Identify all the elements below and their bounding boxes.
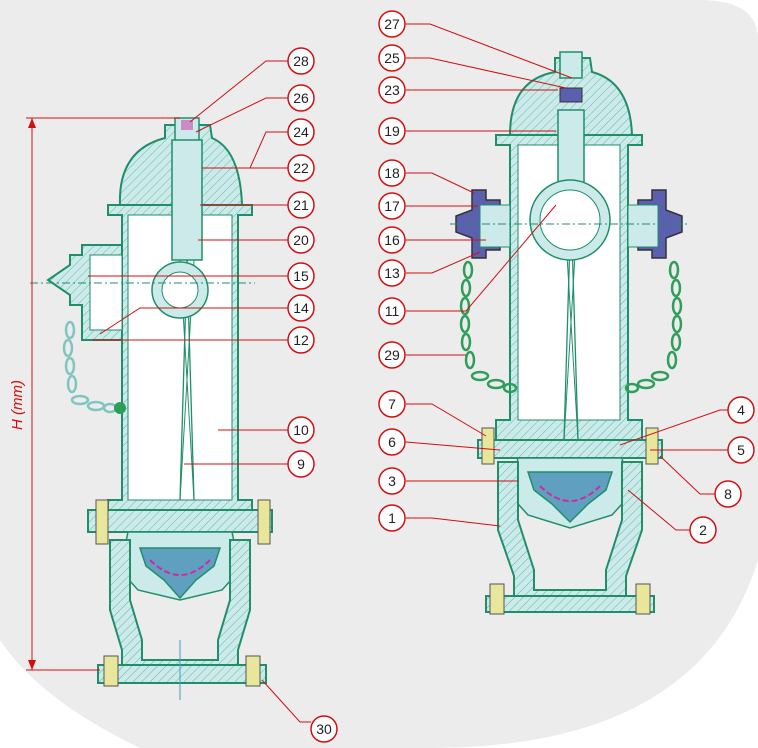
svg-text:25: 25 (384, 50, 400, 66)
callout-9: 9 (287, 450, 315, 478)
svg-text:10: 10 (293, 422, 309, 438)
left-hydrant (30, 117, 273, 700)
callout-5: 5 (727, 436, 755, 464)
dimension-h: H (mm) (9, 117, 180, 671)
callout-16: 16 (378, 226, 406, 254)
callout-17: 17 (378, 192, 406, 220)
callout-2: 2 (689, 516, 717, 544)
callout-21: 21 (287, 191, 315, 219)
right-valve-disc (526, 471, 614, 524)
left-bolt-a (95, 499, 109, 545)
right-upper-flange (477, 439, 663, 459)
callout-10: 10 (287, 416, 315, 444)
svg-text:28: 28 (293, 53, 309, 69)
callout-13: 13 (378, 259, 406, 287)
left-stem-upper (171, 139, 203, 261)
svg-text:14: 14 (293, 300, 309, 316)
callout-29: 29 (378, 341, 406, 369)
svg-text:23: 23 (384, 82, 400, 98)
svg-text:4: 4 (737, 402, 745, 418)
svg-text:3: 3 (388, 473, 396, 489)
right-chain-right (624, 260, 683, 394)
svg-text:21: 21 (293, 197, 309, 213)
svg-text:19: 19 (384, 123, 400, 139)
left-base-flange (97, 664, 267, 684)
left-upper-flange (87, 509, 273, 533)
callout-26: 26 (287, 84, 315, 112)
right-bolt-b (645, 427, 659, 465)
svg-text:13: 13 (384, 265, 400, 281)
callout-24: 24 (287, 118, 315, 146)
callout-20: 20 (287, 226, 315, 254)
svg-text:30: 30 (316, 721, 332, 737)
svg-text:11: 11 (385, 303, 400, 319)
callout-3: 3 (378, 467, 406, 495)
callout-18: 18 (378, 159, 406, 187)
svg-text:29: 29 (384, 347, 400, 363)
svg-text:7: 7 (388, 396, 396, 412)
right-bolt-a (481, 427, 495, 465)
callout-1: 1 (378, 504, 406, 532)
svg-text:20: 20 (293, 232, 309, 248)
svg-text:22: 22 (293, 160, 309, 176)
svg-text:1: 1 (388, 510, 396, 526)
svg-text:17: 17 (384, 198, 400, 214)
right-hydrant (450, 51, 690, 615)
callout-19: 19 (378, 117, 406, 145)
svg-text:5: 5 (737, 442, 745, 458)
svg-text:6: 6 (388, 434, 396, 450)
right-callouts: 27 25 23 19 18 17 16 13 11 29 7 6 3 1 4 … (378, 10, 755, 544)
callout-22: 22 (287, 154, 315, 182)
svg-text:12: 12 (293, 332, 309, 348)
left-nut-top (181, 120, 193, 130)
svg-text:27: 27 (384, 16, 400, 32)
callout-11: 11 (378, 297, 406, 325)
right-shoe (497, 461, 643, 597)
left-leader-lines (88, 60, 311, 723)
svg-text:15: 15 (293, 268, 309, 284)
svg-text:9: 9 (297, 456, 305, 472)
right-base-bolt-a (489, 583, 505, 615)
callout-30: 30 (310, 715, 338, 743)
callout-25: 25 (378, 44, 406, 72)
svg-text:26: 26 (293, 90, 309, 106)
left-base-bolt-b (245, 655, 261, 687)
callout-14: 14 (287, 294, 315, 322)
callout-12: 12 (287, 326, 315, 354)
right-base-bolt-b (635, 583, 651, 615)
callout-7: 7 (378, 390, 406, 418)
callout-6: 6 (378, 428, 406, 456)
svg-text:16: 16 (384, 232, 400, 248)
svg-text:8: 8 (724, 486, 732, 502)
callout-23: 23 (378, 76, 406, 104)
callout-8: 8 (714, 480, 742, 508)
callout-4: 4 (727, 396, 755, 424)
left-callouts: 28 26 24 22 21 20 15 14 12 10 9 30 (287, 47, 338, 743)
callout-15: 15 (287, 262, 315, 290)
callout-27: 27 (378, 10, 406, 38)
left-bolt-b (257, 499, 271, 545)
svg-text:18: 18 (384, 165, 400, 181)
right-operating-nut (559, 51, 583, 79)
svg-text:24: 24 (293, 124, 309, 140)
dimension-label: H (mm) (9, 380, 26, 430)
right-chain-left (459, 260, 518, 394)
right-leader-lines (405, 23, 740, 531)
left-valve-disc (138, 547, 222, 600)
callout-28: 28 (287, 47, 315, 75)
left-shoe (109, 539, 251, 666)
svg-text:2: 2 (699, 522, 707, 538)
left-base-bolt-a (103, 655, 119, 687)
right-base-flange (485, 595, 655, 613)
